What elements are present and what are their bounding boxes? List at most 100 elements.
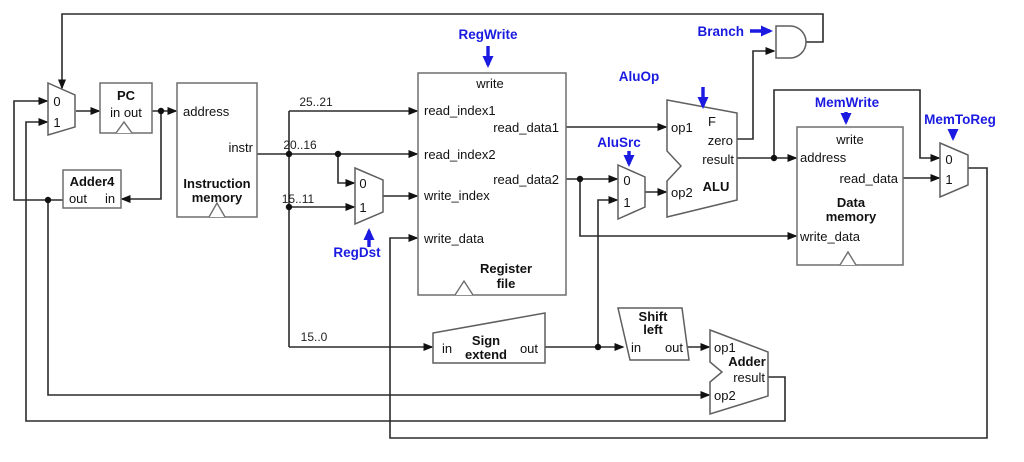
regfile-writedata-label: write_data: [423, 231, 485, 246]
alu-result-label: result: [702, 152, 734, 167]
field-imm-label: 15..0: [301, 330, 328, 344]
regfile-readdata2-label: read_data2: [493, 172, 559, 187]
adder4-out-label: out: [69, 191, 87, 206]
pc-mux-0-label: 0: [53, 94, 60, 109]
components: [47, 25, 969, 416]
regfile-writeindex-label: write_index: [423, 188, 490, 203]
dmem-title-2: memory: [826, 209, 877, 224]
adder-op1-label: op1: [714, 340, 736, 355]
wire-result-to-memtoreg0: [773, 89, 941, 162]
aluop-signal-label: AluOp: [619, 69, 660, 84]
junction-dot: [44, 196, 52, 204]
regfile-readindex1-label: read_index1: [424, 103, 496, 118]
branch-and-gate: [775, 25, 807, 59]
junction-dot: [157, 107, 165, 115]
imem-title-1: Instruction: [183, 176, 250, 191]
wire-pcplus4-to-mux0: [13, 97, 63, 201]
regfile-title-1: Register: [480, 261, 532, 276]
junction-dot: [770, 154, 778, 162]
junction-dots: [44, 107, 778, 351]
alu-zero-label: zero: [708, 133, 733, 148]
wire-memtoreg-to-writedata: [389, 167, 988, 439]
regfile-readindex2-label: read_index2: [424, 147, 496, 162]
adder-result-label: result: [733, 370, 765, 385]
memtoreg-mux-0-label: 0: [945, 152, 952, 167]
wire-branch-select: [58, 13, 824, 90]
alu-op2-label: op2: [671, 185, 693, 200]
junction-dot: [285, 203, 293, 211]
regfile-clock-icon: [454, 279, 474, 296]
pc-title: PC: [117, 88, 136, 103]
adder4-in-label: in: [105, 191, 115, 206]
imem-clock-icon: [208, 201, 226, 218]
field-rt-label: 20..16: [283, 138, 317, 152]
signext-in-label: in: [442, 341, 452, 356]
field-rd-label: 15..11: [282, 192, 315, 206]
dmem-address-label: address: [800, 150, 847, 165]
imem-instr-label: instr: [228, 140, 253, 155]
dmem-write-label: write: [835, 132, 863, 147]
alusrc-mux-0-label: 0: [623, 173, 630, 188]
register-file-box: [417, 72, 567, 296]
branch-signal-label: Branch: [697, 24, 744, 39]
wire-zero-to-and: [737, 47, 776, 140]
alusrc-mux: [617, 163, 646, 221]
memwrite-signal-label: MemWrite: [815, 95, 880, 110]
regdst-mux: [354, 166, 384, 226]
imem-address-label: address: [183, 104, 230, 119]
wires: [13, 13, 988, 439]
shiftleft-in-label: in: [631, 340, 641, 355]
shiftleft-title-2: left: [643, 322, 663, 337]
adder4-box: [62, 169, 122, 209]
pc-ports-label: in out: [110, 105, 142, 120]
instruction-memory-box: [176, 82, 258, 218]
adder-title: Adder: [728, 354, 766, 369]
memtoreg-mux-1-label: 1: [945, 172, 952, 187]
memtoreg-signal-label: MemToReg: [924, 112, 996, 127]
memtoreg-mux: [939, 141, 969, 199]
wire-branch-target-to-mux1: [25, 118, 786, 422]
regwrite-signal-label: RegWrite: [458, 27, 518, 42]
wire-pc-to-adder4: [120, 111, 162, 203]
shiftleft-title-1: Shift: [639, 309, 669, 324]
alusrc-signal-label: AluSrc: [597, 135, 641, 150]
regdst-mux-0-label: 0: [359, 176, 366, 191]
junction-dot: [334, 150, 342, 158]
regdst-mux-1-label: 1: [359, 200, 366, 215]
regfile-write-label: write: [475, 76, 503, 91]
junction-dot: [576, 175, 584, 183]
shiftleft-out-label: out: [665, 340, 683, 355]
wire-pcplus4-to-adder-op2: [47, 200, 711, 399]
branch-adder-shape: [709, 328, 769, 416]
signext-title-1: Sign: [472, 333, 500, 348]
labels: 0 1 PC in out Adder4 out in address inst…: [53, 24, 996, 403]
adder4-title: Adder4: [70, 174, 116, 189]
pc-clock-icon: [115, 120, 133, 134]
adder-op2-label: op2: [714, 388, 736, 403]
signext-title-2: extend: [465, 347, 507, 362]
pc-source-mux: [47, 81, 76, 137]
control-arrows: [363, 25, 959, 247]
junction-dot: [594, 343, 602, 351]
pc-mux-1-label: 1: [53, 115, 60, 130]
regdst-signal-label: RegDst: [333, 245, 381, 260]
dmem-writedata-label: write_data: [799, 229, 861, 244]
dmem-title-1: Data: [837, 195, 866, 210]
wire-readdata2-to-dmem: [579, 179, 798, 240]
sign-extend-shape: [432, 312, 546, 364]
shift-left-shape: [617, 307, 690, 361]
alu-op1-label: op1: [671, 120, 693, 135]
imem-title-2: memory: [192, 190, 243, 205]
alu-shape: [666, 99, 738, 218]
alu-f-label: F: [708, 114, 716, 129]
regfile-title-2: file: [497, 276, 516, 291]
dmem-readdata-label: read_data: [839, 171, 898, 186]
field-rs-label: 25..21: [299, 95, 333, 109]
alusrc-mux-1-label: 1: [623, 195, 630, 210]
data-memory-box: [796, 126, 904, 266]
signext-out-label: out: [520, 341, 538, 356]
dmem-clock-icon: [839, 250, 857, 266]
regfile-readdata1-label: read_data1: [493, 120, 559, 135]
